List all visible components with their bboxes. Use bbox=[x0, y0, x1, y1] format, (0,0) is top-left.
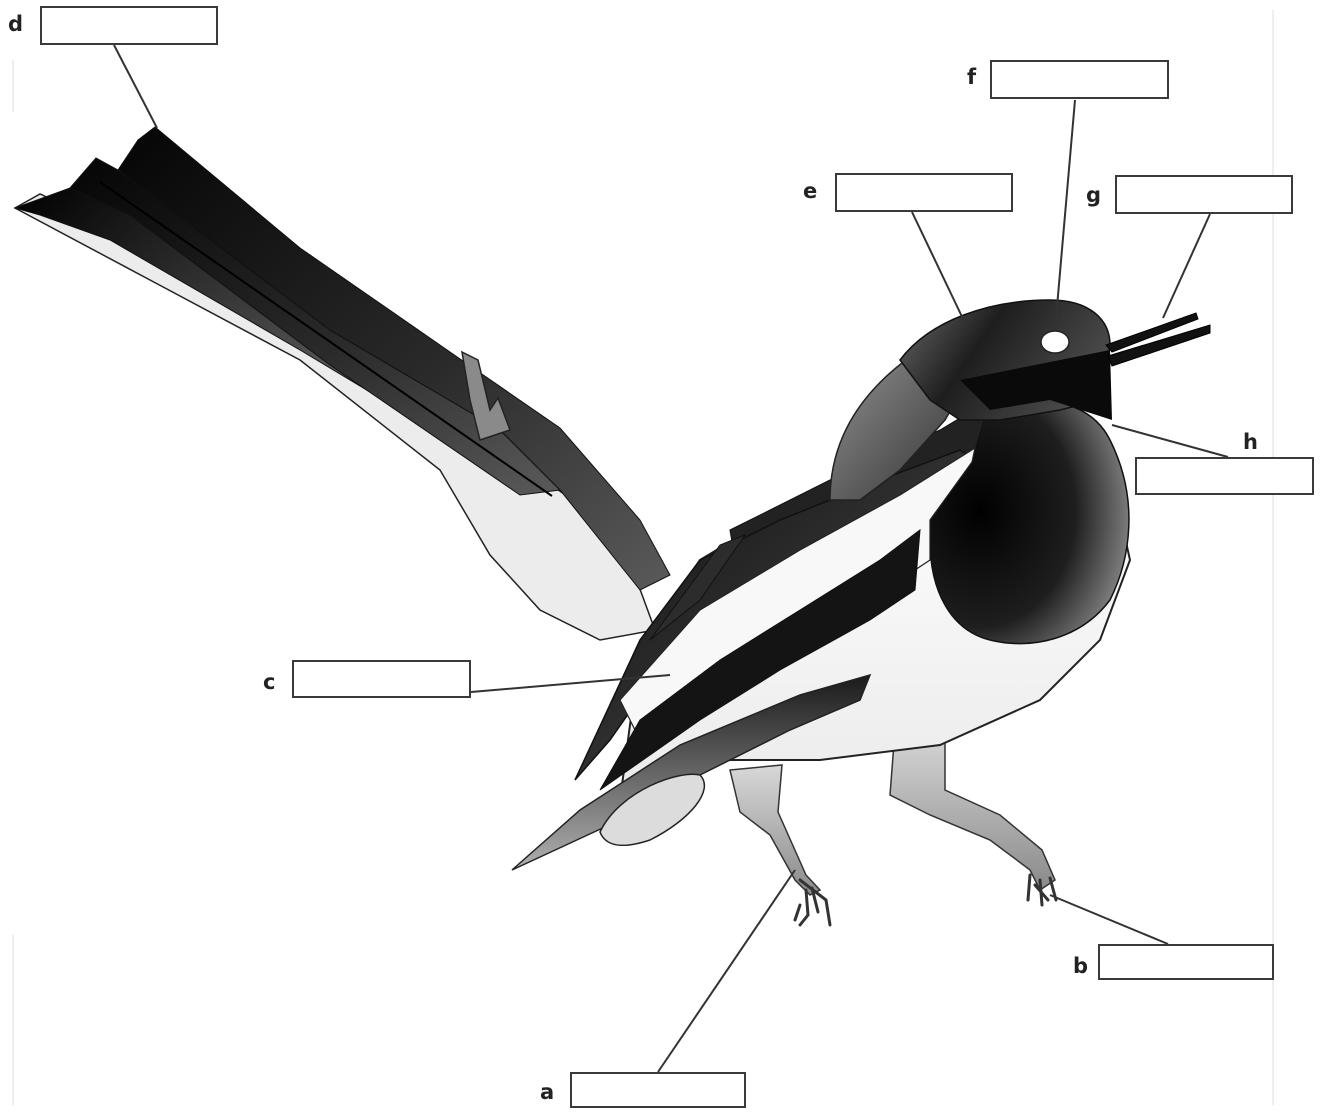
leader-line-g bbox=[1163, 214, 1210, 318]
answer-box-b[interactable] bbox=[1098, 944, 1274, 980]
leader-line-e bbox=[912, 212, 965, 323]
undertail-covert bbox=[600, 774, 704, 845]
tail-underside bbox=[15, 194, 655, 640]
answer-box-h[interactable] bbox=[1135, 457, 1314, 495]
letter-e: e bbox=[803, 181, 817, 202]
right-leg bbox=[890, 728, 1055, 890]
answer-box-g[interactable] bbox=[1115, 175, 1293, 214]
tail-shaft bbox=[100, 182, 552, 496]
eye-icon bbox=[1041, 331, 1069, 353]
tail-feather bbox=[70, 158, 560, 495]
letter-h: h bbox=[1243, 432, 1258, 453]
letter-f: f bbox=[967, 67, 976, 88]
letter-d: d bbox=[8, 14, 23, 35]
left-foot bbox=[795, 880, 830, 925]
leader-line-a bbox=[658, 870, 795, 1072]
leader-line-b bbox=[1050, 895, 1168, 944]
letter-c: c bbox=[263, 672, 275, 693]
answer-box-d[interactable] bbox=[40, 6, 218, 45]
tail-feather-top bbox=[118, 127, 670, 590]
leader-line-h-1 bbox=[1112, 425, 1228, 457]
letter-b: b bbox=[1073, 956, 1088, 977]
letter-a: a bbox=[540, 1082, 554, 1103]
answer-box-f[interactable] bbox=[990, 60, 1169, 99]
leader-line-f bbox=[1055, 100, 1075, 330]
tail bbox=[15, 127, 670, 640]
leader-line-d bbox=[114, 45, 157, 128]
answer-box-e[interactable] bbox=[835, 173, 1013, 212]
answer-box-c[interactable] bbox=[292, 660, 471, 698]
answer-box-a[interactable] bbox=[570, 1072, 746, 1108]
letter-g: g bbox=[1086, 185, 1101, 206]
left-leg bbox=[730, 765, 820, 895]
